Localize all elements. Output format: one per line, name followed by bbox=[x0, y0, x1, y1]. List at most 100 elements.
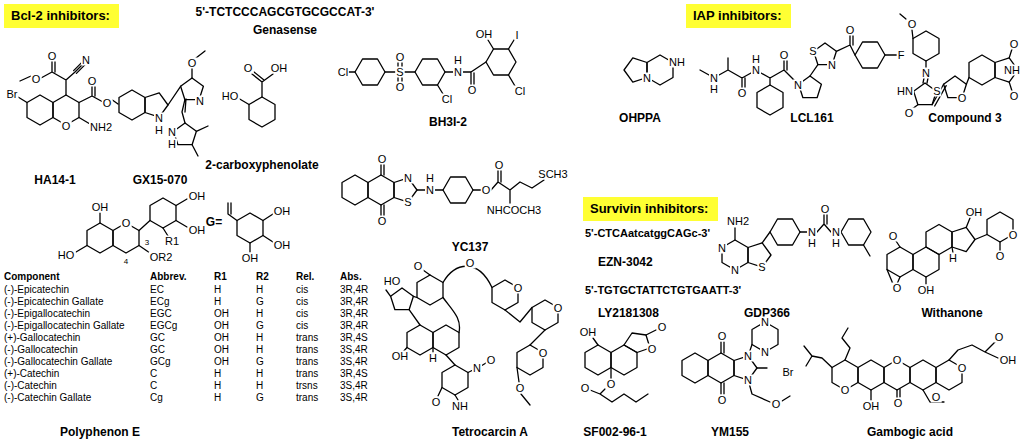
atom-label: N bbox=[403, 173, 413, 184]
carboxyphenolate-structure bbox=[238, 72, 275, 127]
atom-label: O bbox=[243, 63, 254, 74]
compound-name: YC137 bbox=[452, 241, 489, 253]
locant-number: 3 bbox=[145, 239, 149, 247]
compound3-structure bbox=[900, 14, 1018, 109]
compound-name: 2-carboxyphenolate bbox=[205, 159, 318, 171]
atom-label: N bbox=[827, 60, 837, 71]
table-cell: (-)-Epicatechin Gallate bbox=[4, 297, 103, 307]
atom-label: N bbox=[167, 127, 177, 138]
atom-label: H bbox=[167, 139, 177, 150]
atom-label: OH bbox=[999, 355, 1018, 366]
atom-label: OH bbox=[917, 285, 936, 296]
table-cell: cis bbox=[296, 321, 308, 331]
bond-line bbox=[237, 213, 263, 243]
table-cell: G bbox=[256, 357, 264, 367]
atom-label: N bbox=[751, 65, 761, 76]
bond-line bbox=[386, 266, 545, 405]
atom-label: S bbox=[808, 46, 817, 57]
table-cell: EC bbox=[150, 285, 164, 295]
table-header: Abbrev. bbox=[150, 272, 187, 282]
table-header: Abs. bbox=[340, 272, 362, 282]
bond-line bbox=[407, 325, 433, 355]
atom-label: O bbox=[907, 19, 918, 30]
atom-label: OH bbox=[91, 202, 110, 213]
bond-line bbox=[926, 225, 952, 255]
compound-name: LCL161 bbox=[790, 112, 833, 124]
atom-label: OH bbox=[391, 351, 410, 362]
table-cell: C bbox=[150, 369, 157, 379]
atom-label: NHCOCH3 bbox=[486, 205, 542, 216]
compound-name: GX15-070 bbox=[133, 174, 188, 186]
bond-line bbox=[119, 90, 145, 120]
bond-line bbox=[841, 219, 871, 245]
locant-number: 4 bbox=[124, 258, 128, 266]
atom-label: S bbox=[932, 86, 941, 97]
table-cell: OH bbox=[214, 321, 229, 331]
atom-label: N bbox=[760, 347, 770, 358]
atom-label: O bbox=[893, 398, 904, 409]
gx15-070-structure bbox=[119, 51, 208, 156]
table-cell: ECg bbox=[150, 297, 169, 307]
compound-name: YM155 bbox=[711, 426, 749, 438]
compound-name: Withanone bbox=[921, 307, 982, 319]
bond-line bbox=[349, 40, 515, 94]
oligo-sequence: 5'-CTCAatcatggCAGc-3' bbox=[585, 228, 710, 239]
atom-label: O bbox=[580, 383, 591, 394]
bond-line bbox=[585, 345, 611, 375]
table-cell: GCg bbox=[150, 357, 171, 367]
atom-label: O bbox=[771, 399, 782, 410]
tetrocarcin-structure bbox=[386, 266, 558, 405]
atom-label: Cl bbox=[337, 67, 349, 78]
table-cell: (-)-Epigallocatechin Gallate bbox=[4, 321, 125, 331]
table-cell: trans bbox=[296, 357, 318, 367]
category-header: Survivin inhibitors: bbox=[583, 197, 718, 221]
atom-label: H bbox=[425, 173, 435, 184]
atom-label: N bbox=[709, 73, 719, 84]
atom-label: NH2 bbox=[726, 216, 750, 227]
table-cell: EGCg bbox=[150, 321, 177, 331]
atom-label: O bbox=[888, 231, 899, 242]
bond-line bbox=[887, 218, 1000, 284]
atom-label: O bbox=[395, 82, 406, 93]
atom-label: OR2 bbox=[149, 252, 174, 263]
compound-name: Gambogic acid bbox=[867, 426, 953, 438]
atom-label: Br bbox=[782, 367, 795, 378]
atom-label: N bbox=[453, 67, 463, 78]
atom-label: O bbox=[395, 52, 406, 63]
atom-label: N bbox=[642, 73, 652, 84]
table-cell: G bbox=[256, 297, 264, 307]
atom-label: OH bbox=[188, 225, 207, 236]
atom-label: Cl bbox=[514, 86, 526, 97]
atom-label: NH bbox=[1003, 65, 1021, 76]
atom-label: NH bbox=[451, 401, 469, 412]
atom-label: OH bbox=[579, 327, 598, 338]
atom-label: OH bbox=[270, 63, 289, 74]
atom-label: O bbox=[465, 258, 476, 269]
table-cell: G bbox=[256, 321, 264, 331]
table-cell: (-)-Gallocatechin Gallate bbox=[4, 357, 112, 367]
bh3i-2-structure bbox=[349, 40, 516, 94]
atom-label: HO bbox=[221, 91, 240, 102]
bond-line bbox=[721, 342, 790, 402]
atom-label: I bbox=[514, 30, 519, 41]
atom-label: N bbox=[425, 185, 435, 196]
atom-label: OH bbox=[965, 207, 984, 218]
compound-name: Genasense bbox=[253, 24, 317, 36]
table-cell: H bbox=[256, 333, 263, 343]
atom-label: O bbox=[494, 160, 505, 171]
table-cell: H bbox=[256, 345, 263, 355]
atom-label: O bbox=[840, 385, 851, 396]
bond-line bbox=[486, 49, 516, 75]
table-cell: OH bbox=[214, 333, 229, 343]
oligo-sequence: 5'-TCTCCCAGCGTGCGCCAT-3' bbox=[196, 6, 375, 18]
atom-label: F bbox=[897, 50, 906, 61]
bond-line bbox=[18, 14, 1018, 405]
gambogic-structure bbox=[804, 328, 998, 402]
bond-line bbox=[708, 353, 734, 383]
atom-label: SCH3 bbox=[537, 169, 568, 180]
atom-label: O bbox=[377, 216, 388, 227]
bond-line bbox=[590, 330, 656, 402]
atom-label: H bbox=[453, 55, 463, 66]
atom-label: N bbox=[793, 80, 803, 91]
atom-label: O bbox=[606, 379, 617, 390]
